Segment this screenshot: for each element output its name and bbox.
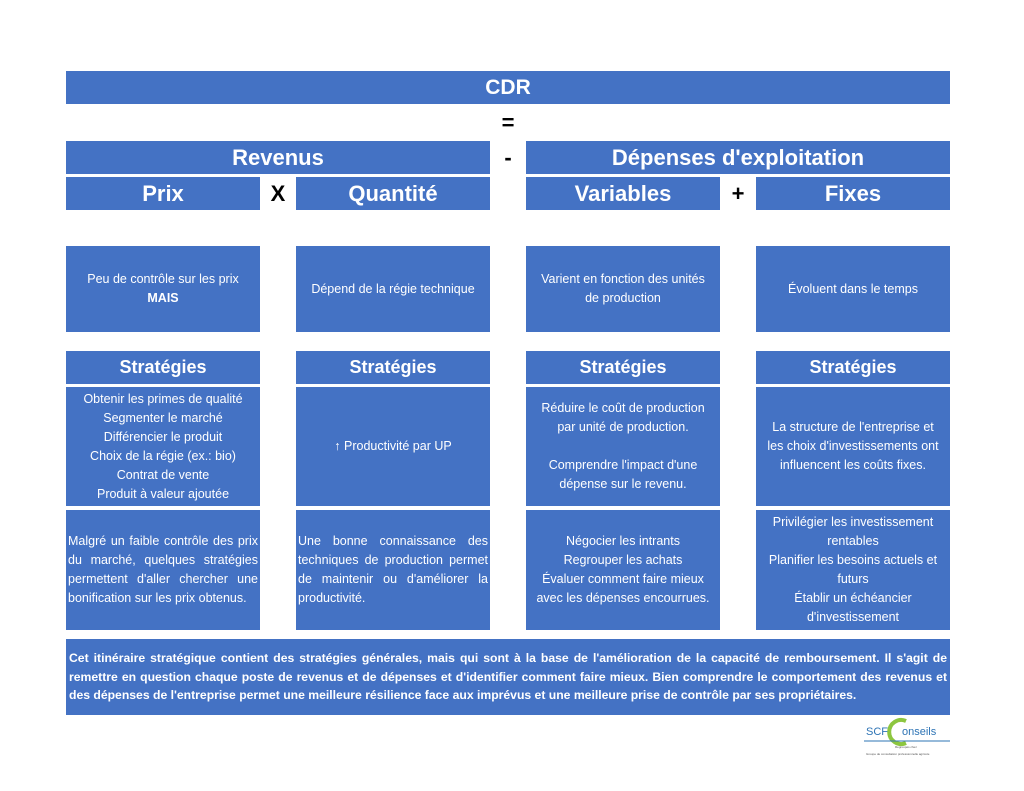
equals-sign: = xyxy=(501,110,515,135)
fixes-description-text: Évoluent dans le temps xyxy=(788,281,918,296)
depenses-box: Dépenses d'exploitation xyxy=(526,141,950,174)
detail-item: Évaluer comment faire mieux xyxy=(542,572,704,586)
prix-label: Prix xyxy=(142,180,184,206)
strategy-item: par unité de production. xyxy=(557,420,689,434)
strategies-label: Stratégies xyxy=(349,357,437,377)
strategy-item: La structure de l'entreprise et xyxy=(772,420,934,434)
prix-strategies: Obtenir les primes de qualité Segmenter … xyxy=(66,387,260,506)
detail-item: Établir un échéancier xyxy=(794,591,912,605)
quantite-details: Une bonne connaissance des techniques de… xyxy=(296,510,490,630)
revenus-label: Revenus xyxy=(232,144,324,170)
variables-details: Négocier les intrants Regrouper les acha… xyxy=(526,510,720,630)
logo-mark: SCF onseils Regroupés chez Groupe de con… xyxy=(864,718,950,756)
logo-line1: Regroupés chez xyxy=(895,745,917,749)
prix-details: Malgré un faible contrôle des prix du ma… xyxy=(66,510,260,630)
strategy-item: dépense sur le revenu. xyxy=(559,477,687,491)
strategy-item: Réduire le coût de production xyxy=(541,401,705,415)
quantite-strategies-header: Stratégies xyxy=(296,351,490,384)
variables-description-line: Varient en fonction des unités xyxy=(541,272,705,286)
plus-sign: + xyxy=(731,180,745,206)
detail-item: Planifier les besoins actuels et xyxy=(768,553,938,567)
strategies-label: Stratégies xyxy=(579,357,667,377)
strategy-item: Contrat de vente xyxy=(116,467,210,482)
detail-item: futurs xyxy=(837,572,869,586)
detail-item: Négocier les intrants xyxy=(566,534,680,548)
strategies-label: Stratégies xyxy=(809,357,897,377)
footer-note: Cet itinéraire stratégique contient des … xyxy=(66,639,950,715)
logo-c-arc xyxy=(887,718,907,746)
detail-item: rentables xyxy=(827,534,879,548)
cdr-label: CDR xyxy=(485,75,531,99)
fixes-details: Privilégier les investissement rentables… xyxy=(756,510,950,630)
strategy-item: Différencier le produit xyxy=(103,429,223,444)
quantite-details-text: Une bonne connaissance des techniques de… xyxy=(298,534,488,605)
fixes-description: Évoluent dans le temps xyxy=(756,246,950,332)
quantite-strategies: ↑ Productivité par UP xyxy=(296,387,490,506)
strategy-item: Comprendre l'impact d'une xyxy=(548,458,698,472)
strategy-item: Choix de la régie (ex.: bio) xyxy=(90,448,236,463)
logo-scf-text: SCF xyxy=(866,726,888,738)
logo-conseils-text: onseils xyxy=(902,726,937,738)
strategy-item: les choix d'investissements ont xyxy=(767,439,939,453)
variables-label: Variables xyxy=(574,180,672,206)
fixes-strategies-header: Stratégies xyxy=(756,351,950,384)
variables-box: Variables xyxy=(526,177,720,210)
prix-box: Prix xyxy=(66,177,260,210)
prix-details-text: Malgré un faible contrôle des prix du ma… xyxy=(68,534,258,605)
strategy-item: influencent les coûts fixes. xyxy=(780,458,926,472)
fixes-box: Fixes xyxy=(756,177,950,210)
variables-description: Varient en fonction des unités de produc… xyxy=(526,246,720,332)
variables-description-line: de production xyxy=(585,291,661,305)
strategy-item: ↑ Productivité par UP xyxy=(334,439,452,453)
fixes-strategies: La structure de l'entreprise et les choi… xyxy=(756,387,950,506)
scf-conseils-logo: SCF onseils Regroupés chez Groupe de con… xyxy=(862,716,957,762)
strategy-item: Segmenter le marché xyxy=(103,410,223,425)
variables-strategies-header: Stratégies xyxy=(526,351,720,384)
times-sign: X xyxy=(270,180,286,206)
quantite-box: Quantité xyxy=(296,177,490,210)
strategies-label: Stratégies xyxy=(119,357,207,377)
logo-line2: Groupe de consultation professionnelle a… xyxy=(866,752,930,756)
detail-item: Privilégier les investissement xyxy=(772,515,934,529)
quantite-description: Dépend de la régie technique xyxy=(296,246,490,332)
footer-text: Cet itinéraire stratégique contient des … xyxy=(69,651,947,703)
quantite-description-text: Dépend de la régie technique xyxy=(311,281,475,296)
detail-item: Regrouper les achats xyxy=(563,553,683,567)
prix-description: Peu de contrôle sur les prix MAIS xyxy=(66,246,260,332)
fixes-label: Fixes xyxy=(824,180,882,206)
prix-description-mais: MAIS xyxy=(147,291,179,305)
minus-sign: - xyxy=(504,144,512,170)
strategy-item: Produit à valeur ajoutée xyxy=(96,486,230,501)
prix-strategies-header: Stratégies xyxy=(66,351,260,384)
cdr-title: CDR xyxy=(66,71,950,104)
detail-item: d'investissement xyxy=(806,610,899,624)
quantite-label: Quantité xyxy=(348,180,438,206)
variables-strategies: Réduire le coût de production par unité … xyxy=(526,387,720,506)
prix-description-line: Peu de contrôle sur les prix xyxy=(87,272,239,286)
strategy-item: Obtenir les primes de qualité xyxy=(83,391,243,406)
detail-item: avec les dépenses encourrues. xyxy=(536,591,710,605)
depenses-label: Dépenses d'exploitation xyxy=(611,144,865,170)
revenus-box: Revenus xyxy=(66,141,490,174)
